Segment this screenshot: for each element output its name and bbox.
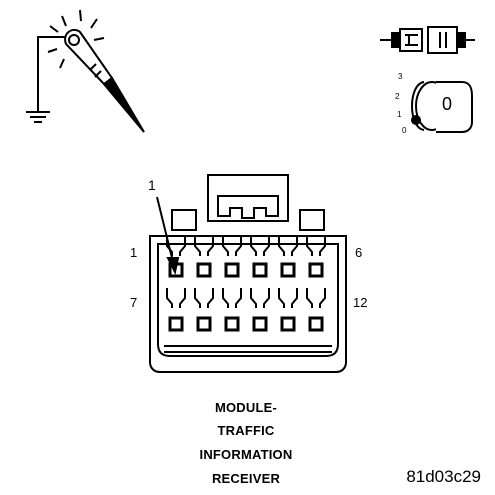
ignition-position-2: 2	[395, 92, 400, 101]
caption-line-4: RECEIVER	[211, 471, 281, 486]
cavity-5	[278, 236, 298, 278]
test-probe-ground-icon	[26, 9, 145, 133]
ignition-position-1: 1	[397, 110, 402, 119]
ignition-position-3: 3	[398, 72, 403, 81]
ignition-position-0: 0	[402, 126, 407, 135]
cavity-8	[194, 288, 214, 332]
cavity-9	[222, 288, 242, 332]
ignition-key-off-icon	[411, 81, 473, 133]
cavity-4	[250, 236, 270, 278]
row-bottom-last-pin-label: 12	[353, 295, 368, 310]
callout-pin-label: 1	[148, 177, 156, 193]
ignition-key-label: 0	[442, 94, 453, 114]
cavity-10	[250, 288, 270, 332]
caption-line-1: MODULE-	[214, 400, 278, 415]
connector-cavities	[166, 236, 326, 332]
cavity-3	[222, 236, 242, 278]
row-top-last-pin-label: 6	[355, 245, 363, 260]
figure-code: 81d03c29	[406, 467, 481, 486]
connector-face	[149, 174, 347, 373]
cavity-12	[306, 288, 326, 332]
caption-line-3: INFORMATION	[199, 447, 293, 462]
cavity-7	[166, 288, 186, 332]
cavity-6	[306, 236, 326, 278]
row-top-first-pin-label: 1	[130, 245, 138, 260]
cavity-2	[194, 236, 214, 278]
cavity-11	[278, 288, 298, 332]
connector-disconnected-icon	[380, 26, 475, 54]
pin1-callout-arrow	[156, 196, 180, 275]
row-bottom-first-pin-label: 7	[130, 295, 138, 310]
caption-line-2: TRAFFIC	[217, 423, 275, 438]
